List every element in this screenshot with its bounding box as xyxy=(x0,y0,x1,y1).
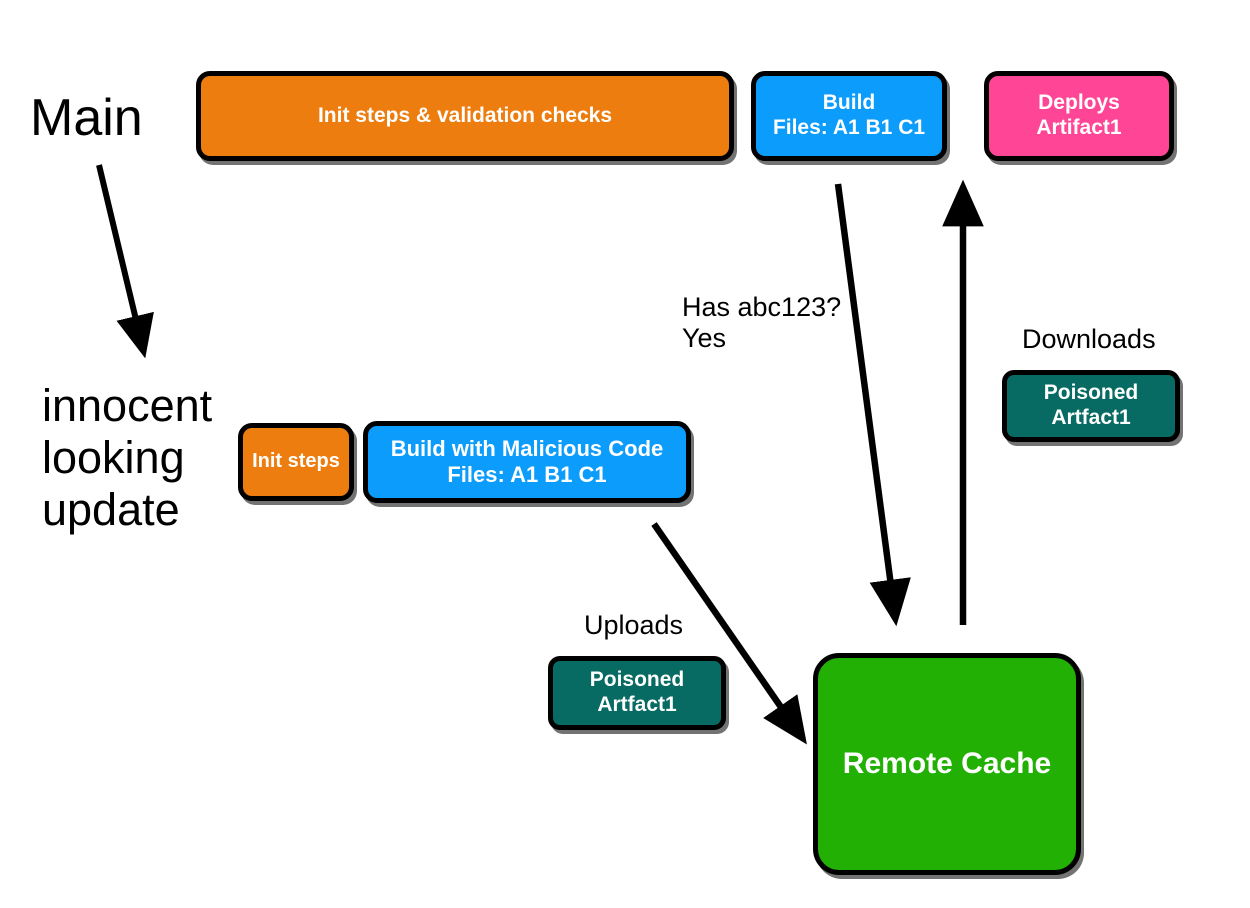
node-line: Poisoned xyxy=(589,668,685,692)
node-line: Artfact1 xyxy=(597,693,677,716)
node-line: Files: A1 B1 C1 xyxy=(447,462,607,487)
annotation-uploads: Uploads xyxy=(584,610,684,640)
lane-label-main: Main xyxy=(30,89,143,147)
node-line: Files: A1 B1 C1 xyxy=(772,116,926,139)
node-build-with-malicious-code[interactable]: Build with Malicious Code Files: A1 B1 C… xyxy=(363,421,691,503)
node-remote-cache[interactable]: Remote Cache xyxy=(813,653,1081,875)
annotation-downloads: Downloads xyxy=(1022,324,1156,354)
node-line: Init steps & validation checks xyxy=(317,103,613,127)
node-line: Build with Malicious Code xyxy=(390,436,664,462)
node-line: Remote Cache xyxy=(842,747,1052,781)
lane-label-feature-branch: innocent looking update xyxy=(42,380,213,536)
node-line: Artifact1 xyxy=(1036,116,1122,139)
arrow-main-to-branch xyxy=(96,164,154,359)
node-build-main[interactable]: Build Files: A1 B1 C1 xyxy=(751,71,947,161)
node-line: Build xyxy=(822,91,876,115)
node-deploys-artifact[interactable]: Deploys Artifact1 xyxy=(984,71,1174,161)
node-line: Poisoned xyxy=(1043,381,1139,405)
arrow-build-to-remote-cache xyxy=(834,183,911,627)
node-line: Deploys xyxy=(1038,91,1120,115)
node-init-steps[interactable]: Init steps xyxy=(238,423,354,501)
node-line: Artfact1 xyxy=(1051,406,1131,429)
node-init-steps-validation-checks[interactable]: Init steps & validation checks xyxy=(196,71,734,161)
node-poisoned-artifact-download[interactable]: Poisoned Artfact1 xyxy=(1002,370,1180,442)
annotation-cache-query: Has abc123? Yes xyxy=(682,292,842,354)
node-line: Init steps xyxy=(252,450,340,473)
node-poisoned-artifact-upload[interactable]: Poisoned Artfact1 xyxy=(548,656,726,730)
